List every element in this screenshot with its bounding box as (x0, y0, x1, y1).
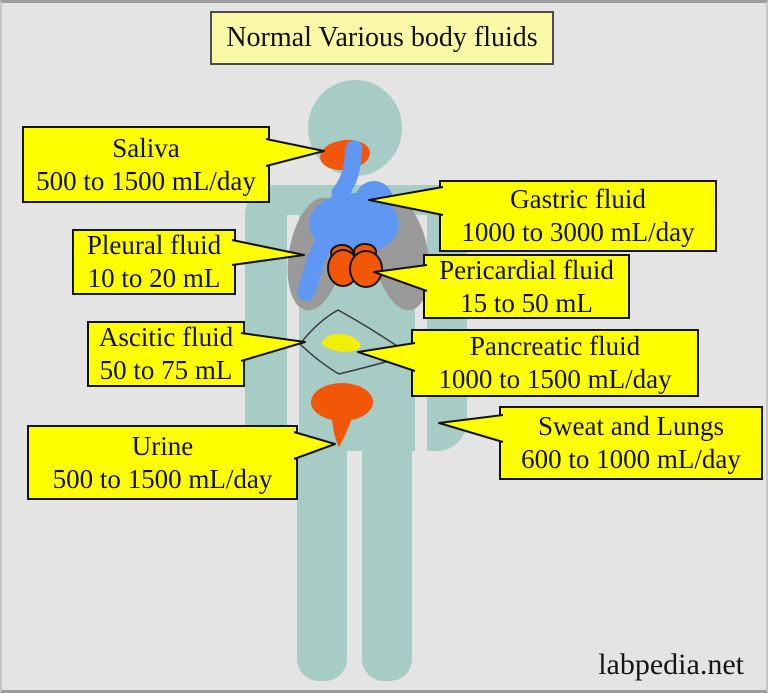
callout-value: 50 to 75 mL (99, 355, 233, 385)
left-leg-shape (297, 423, 347, 681)
callout-value: 500 to 1500 mL/day (52, 463, 273, 494)
callout-sweat-and-lungs: Sweat and Lungs 600 to 1000 mL/day (499, 406, 763, 480)
callout-value: 1000 to 3000 mL/day (461, 217, 695, 247)
callout-title: Saliva (112, 132, 180, 163)
bladder-shape (311, 383, 373, 447)
diagram-title: Normal Various body fluids (210, 11, 554, 65)
pancreas-shape (321, 334, 361, 352)
watermark-labpedia: labpedia.net (598, 648, 744, 681)
callout-pancreatic-fluid: Pancreatic fluid 1000 to 1500 mL/day (411, 329, 699, 397)
callout-pleural-fluid: Pleural fluid 10 to 20 mL (72, 229, 236, 295)
callout-saliva: Saliva 500 to 1500 mL/day (22, 126, 270, 203)
callout-value: 600 to 1000 mL/day (521, 444, 741, 474)
callout-ascitic-fluid: Ascitic fluid 50 to 75 mL (87, 321, 245, 387)
heart-shape (327, 243, 383, 288)
callout-gastric-fluid: Gastric fluid 1000 to 3000 mL/day (439, 180, 717, 252)
callout-title: Ascitic fluid (98, 322, 234, 352)
callout-title: Pancreatic fluid (469, 331, 641, 361)
callout-value: 1000 to 1500 mL/day (438, 364, 672, 394)
callout-value: 10 to 20 mL (87, 263, 221, 293)
callout-title: Pericardial fluid (439, 254, 614, 285)
callout-title: Urine (131, 430, 194, 461)
callout-title: Sweat and Lungs (538, 411, 724, 441)
callout-urine: Urine 500 to 1500 mL/day (27, 425, 298, 500)
diagram-title-text: Normal Various body fluids (226, 22, 538, 53)
callout-title: Gastric fluid (510, 184, 646, 214)
callout-pericardial-fluid: Pericardial fluid 15 to 50 mL (423, 254, 630, 319)
callout-value: 500 to 1500 mL/day (36, 165, 256, 196)
callout-value: 15 to 50 mL (460, 287, 593, 318)
right-leg-shape (362, 423, 412, 681)
callout-title: Pleural fluid (86, 230, 222, 260)
